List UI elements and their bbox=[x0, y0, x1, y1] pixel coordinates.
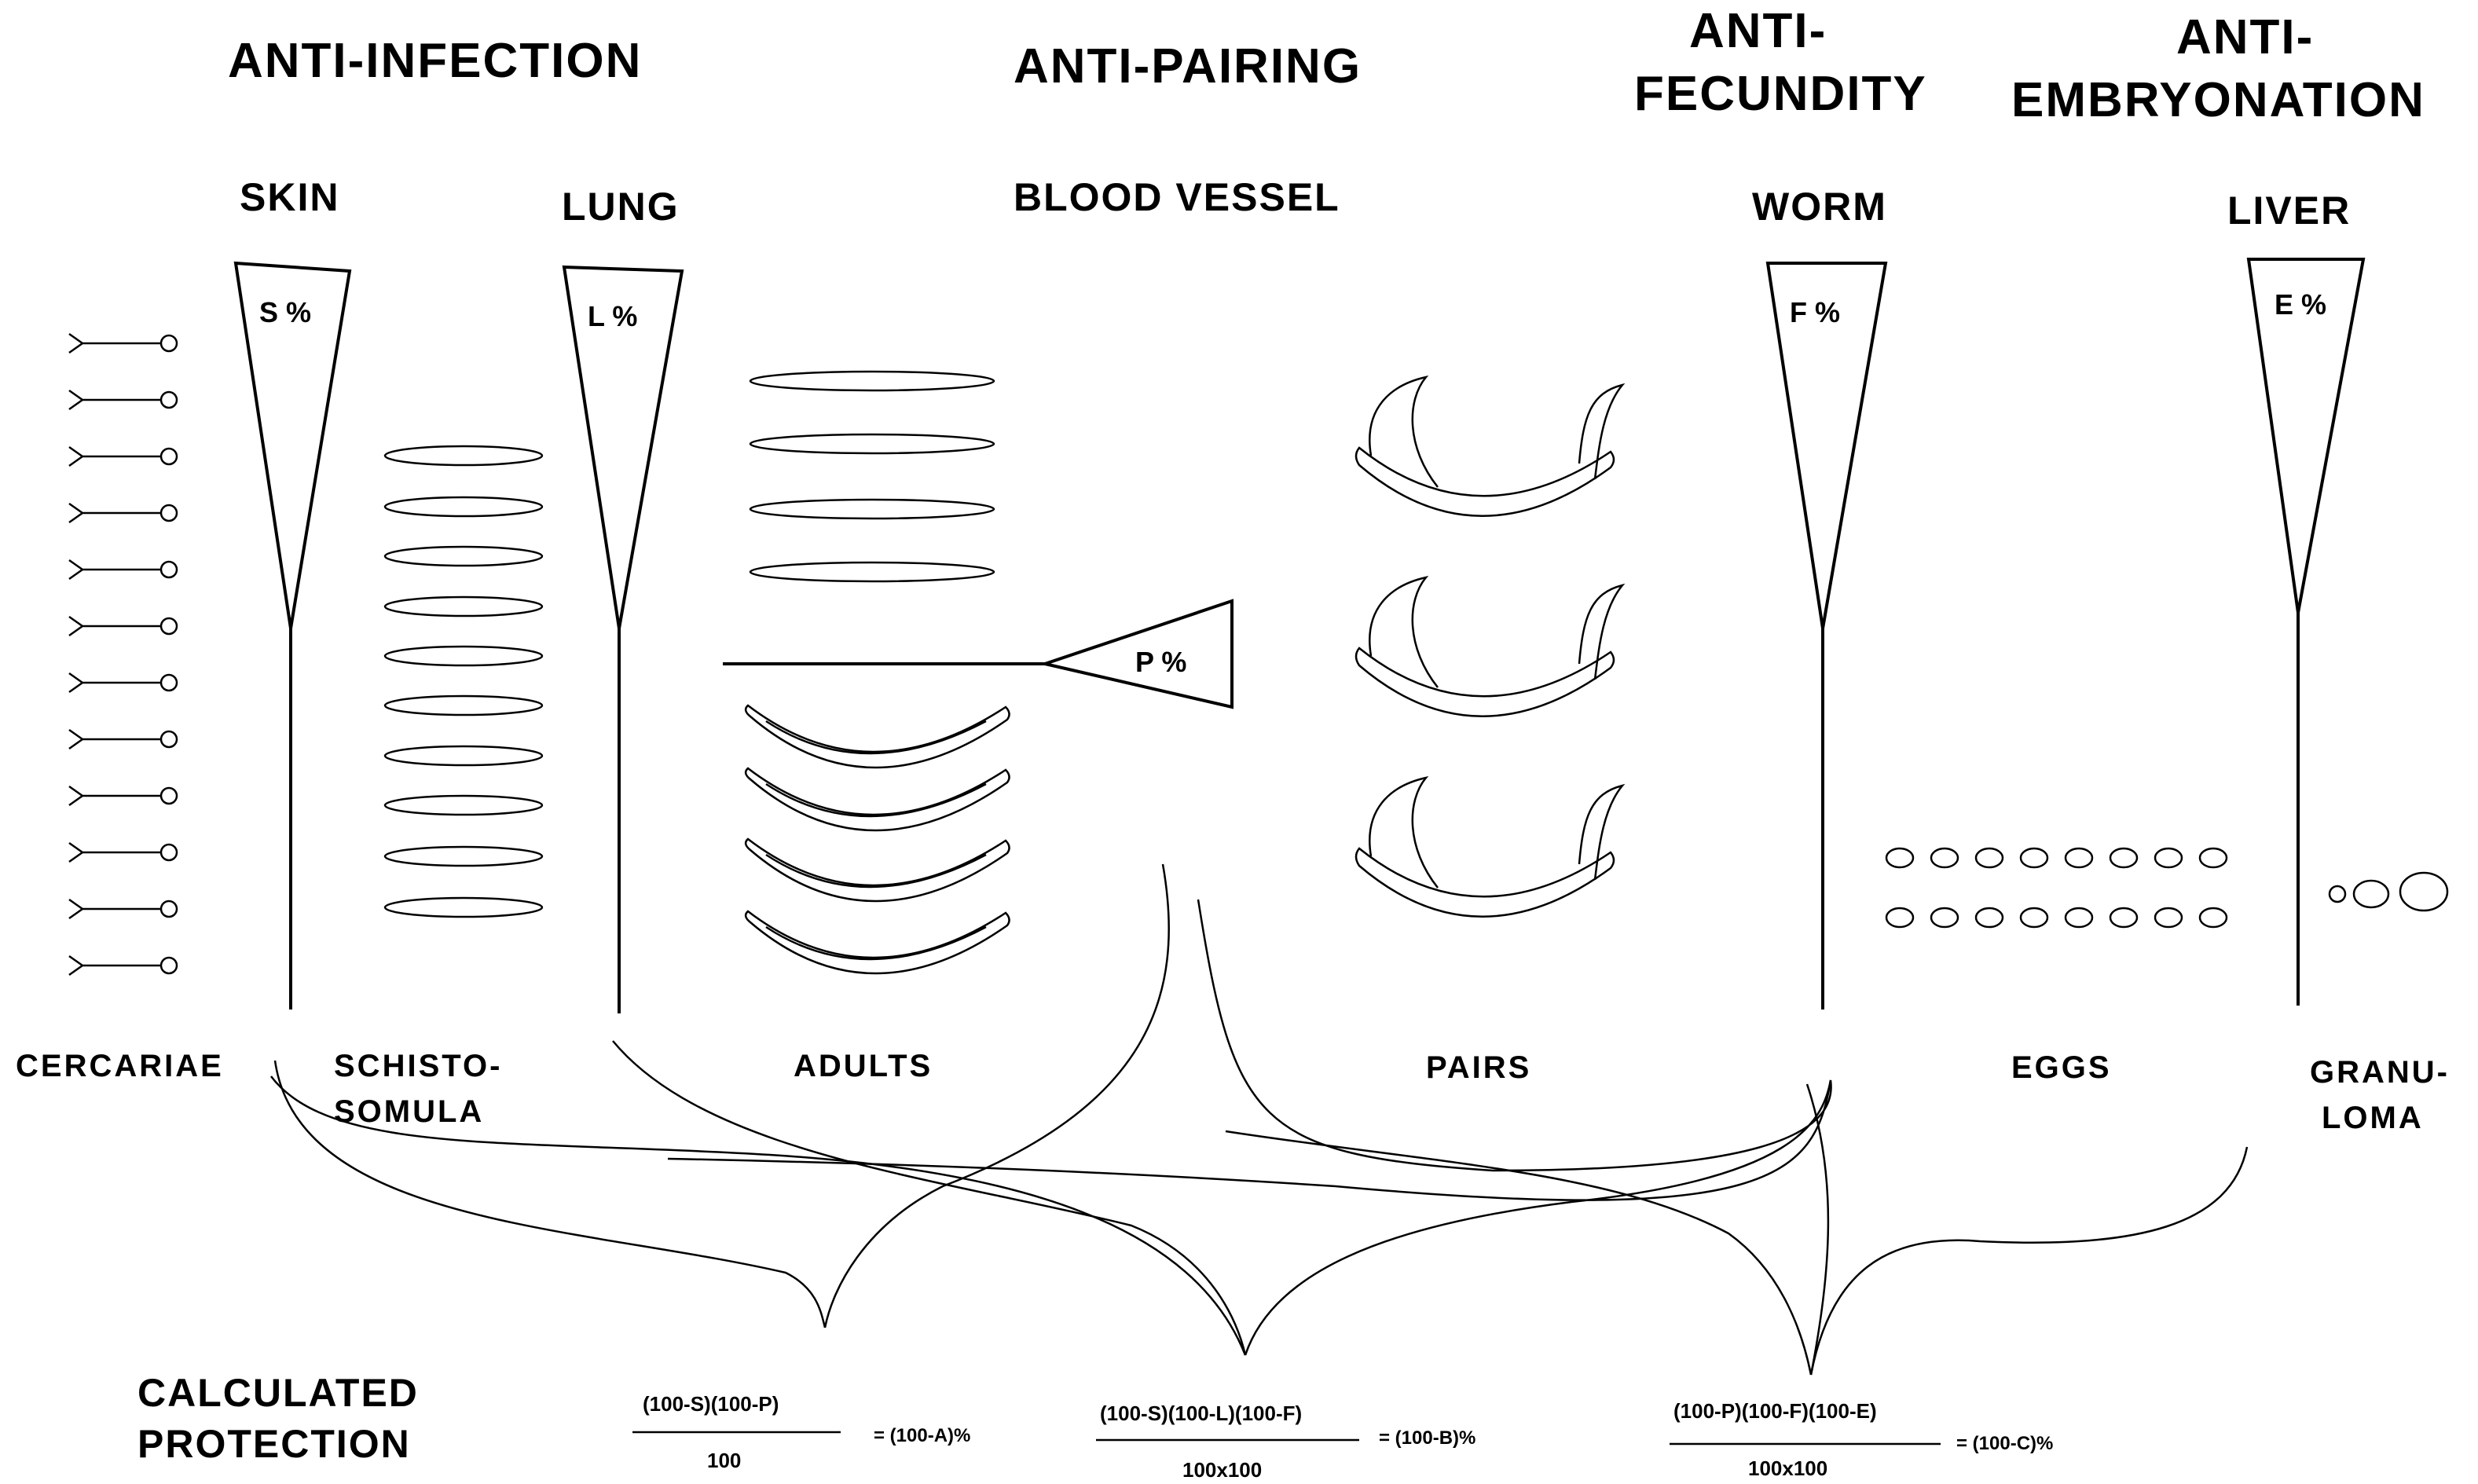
cercaria bbox=[69, 334, 177, 353]
adult-worm bbox=[750, 372, 994, 390]
cercaria bbox=[69, 673, 177, 692]
schistosomulum bbox=[385, 796, 542, 815]
stage-cercariae: CERCARIAE bbox=[16, 1049, 224, 1083]
adult-worm bbox=[750, 500, 994, 518]
egg bbox=[1976, 908, 2003, 927]
site-lung: LUNG bbox=[562, 185, 680, 229]
stage-eggs: EGGS bbox=[2011, 1050, 2112, 1085]
connector-curves bbox=[271, 864, 2247, 1375]
schistosomulum bbox=[385, 746, 542, 765]
egg bbox=[1886, 908, 1913, 927]
cercaria bbox=[69, 447, 177, 466]
formula-a: (100-S)(100-P) 100 = (100-A)% bbox=[632, 1392, 970, 1472]
pairs-group bbox=[1356, 377, 1622, 917]
site-worm: WORM bbox=[1752, 185, 1887, 229]
granuloma-group bbox=[2330, 873, 2447, 911]
stage-schistosomula-line2: SOMULA bbox=[334, 1094, 484, 1129]
egg bbox=[2021, 848, 2047, 867]
cercaria bbox=[69, 956, 177, 975]
formula-a-result: = (100-A)% bbox=[874, 1425, 970, 1446]
schistosomulum bbox=[385, 847, 542, 866]
heading-anti-embryonation-line1: ANTI- bbox=[2176, 10, 2314, 64]
adult-worm bbox=[750, 434, 994, 453]
adults-group bbox=[746, 372, 1009, 973]
calculated-protection-line2: PROTECTION bbox=[137, 1422, 411, 1466]
schistosomulum bbox=[385, 497, 542, 516]
cercaria bbox=[69, 786, 177, 805]
heading-anti-embryonation-line2: EMBRYONATION bbox=[2011, 73, 2425, 127]
stage-schistosomula-line1: SCHISTO- bbox=[334, 1049, 502, 1083]
schistosomulum bbox=[385, 696, 542, 715]
cercaria bbox=[69, 900, 177, 918]
formula-b-numerator: (100-S)(100-L)(100-F) bbox=[1100, 1402, 1302, 1425]
heading-anti-pairing: ANTI-PAIRING bbox=[1014, 39, 1362, 93]
site-skin: SKIN bbox=[240, 175, 339, 219]
adult-worm-curved bbox=[746, 705, 1009, 768]
egg bbox=[2066, 908, 2092, 927]
filter-label-f: F % bbox=[1790, 296, 1840, 328]
adult-worm-curved bbox=[746, 768, 1009, 830]
egg bbox=[2021, 908, 2047, 927]
stage-granuloma-line2: LOMA bbox=[2322, 1101, 2424, 1135]
adult-worm bbox=[750, 562, 994, 581]
cercaria bbox=[69, 504, 177, 522]
worm-pair bbox=[1356, 577, 1622, 716]
filter-label-e: E % bbox=[2275, 288, 2326, 321]
egg bbox=[2200, 848, 2227, 867]
worm-pair bbox=[1356, 377, 1622, 516]
schistosomulum bbox=[385, 597, 542, 616]
pairing-filter: P % bbox=[723, 601, 1232, 707]
schistosomula-group bbox=[385, 446, 542, 917]
egg bbox=[2200, 908, 2227, 927]
egg bbox=[1931, 908, 1958, 927]
egg bbox=[2110, 848, 2137, 867]
cercariae-group bbox=[69, 334, 177, 975]
egg bbox=[2066, 848, 2092, 867]
calculated-protection-line1: CALCULATED bbox=[137, 1371, 419, 1415]
formula-c: (100-P)(100-F)(100-E) 100x100 = (100-C)% bbox=[1670, 1399, 2053, 1480]
cercaria bbox=[69, 390, 177, 409]
cercaria bbox=[69, 617, 177, 636]
formula-b-result: = (100-B)% bbox=[1379, 1427, 1475, 1449]
filter-label-p: P % bbox=[1135, 646, 1186, 678]
cercaria bbox=[69, 560, 177, 579]
eggs-group bbox=[1886, 848, 2227, 927]
formula-a-denominator: 100 bbox=[707, 1449, 741, 1472]
formula-b-denominator: 100x100 bbox=[1182, 1458, 1262, 1482]
egg bbox=[1976, 848, 2003, 867]
heading-anti-fecundity-line2: FECUNDITY bbox=[1634, 67, 1927, 121]
schistosomulum bbox=[385, 898, 542, 917]
worm-pair bbox=[1356, 778, 1622, 917]
formula-a-numerator: (100-S)(100-P) bbox=[643, 1392, 779, 1416]
site-blood-vessel: BLOOD VESSEL bbox=[1014, 175, 1340, 219]
site-liver: LIVER bbox=[2227, 189, 2351, 233]
stage-pairs: PAIRS bbox=[1426, 1050, 1531, 1085]
filter-label-l: L % bbox=[588, 300, 637, 332]
adult-worm-curved bbox=[746, 911, 1009, 973]
egg bbox=[1931, 848, 1958, 867]
lung-filter: L % bbox=[564, 267, 682, 1013]
formula-c-denominator: 100x100 bbox=[1748, 1457, 1827, 1480]
formula-b: (100-S)(100-L)(100-F) 100x100 = (100-B)% bbox=[1096, 1402, 1475, 1482]
schistosomulum bbox=[385, 647, 542, 665]
skin-filter: S % bbox=[236, 263, 350, 1009]
schistosomulum bbox=[385, 446, 542, 465]
stage-adults: ADULTS bbox=[794, 1049, 933, 1083]
adult-worm-curved bbox=[746, 839, 1009, 901]
egg bbox=[2155, 848, 2182, 867]
formula-c-numerator: (100-P)(100-F)(100-E) bbox=[1673, 1399, 1877, 1423]
schistosomulum bbox=[385, 547, 542, 566]
egg bbox=[2155, 908, 2182, 927]
cercaria bbox=[69, 730, 177, 749]
heading-anti-infection: ANTI-INFECTION bbox=[228, 34, 642, 88]
heading-anti-fecundity-line1: ANTI- bbox=[1689, 4, 1827, 58]
formula-c-result: = (100-C)% bbox=[1956, 1433, 2053, 1454]
filter-label-s: S % bbox=[259, 296, 311, 328]
stage-granuloma-line1: GRANU- bbox=[2310, 1055, 2450, 1090]
worm-filter: F % bbox=[1768, 263, 1886, 1009]
egg bbox=[1886, 848, 1913, 867]
cercaria bbox=[69, 843, 177, 862]
egg bbox=[2110, 908, 2137, 927]
